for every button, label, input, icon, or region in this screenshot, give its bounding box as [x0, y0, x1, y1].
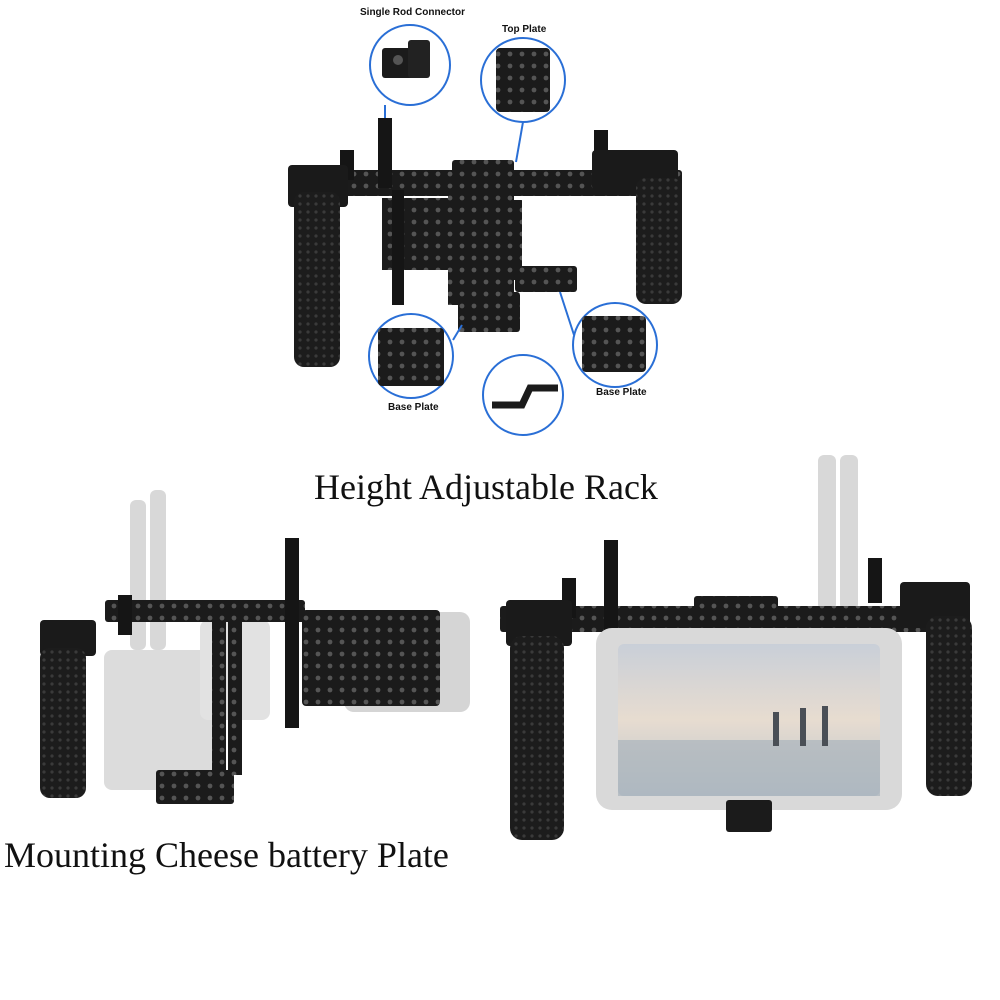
- top-rig: [288, 118, 682, 367]
- callout-label-base-plate-right: Base Plate: [596, 387, 647, 398]
- side-view-rig: [40, 490, 470, 804]
- callout-top-plate: [480, 37, 566, 163]
- caption-mounting-cheese-battery-plate: Mounting Cheese battery Plate: [4, 835, 449, 875]
- callout-single-rod-connector: [369, 24, 451, 118]
- callout-base-plate-right: [559, 291, 658, 388]
- callout-base-plate-left: [368, 313, 463, 399]
- front-view-rig: [500, 455, 972, 840]
- callout-label-top-plate: Top Plate: [502, 24, 547, 35]
- callout-label-single-rod-connector: Single Rod Connector: [360, 7, 465, 18]
- caption-height-adjustable-rack: Height Adjustable Rack: [314, 467, 658, 507]
- callout-label-base-plate-left: Base Plate: [388, 402, 439, 413]
- callout-bracket: [482, 354, 564, 436]
